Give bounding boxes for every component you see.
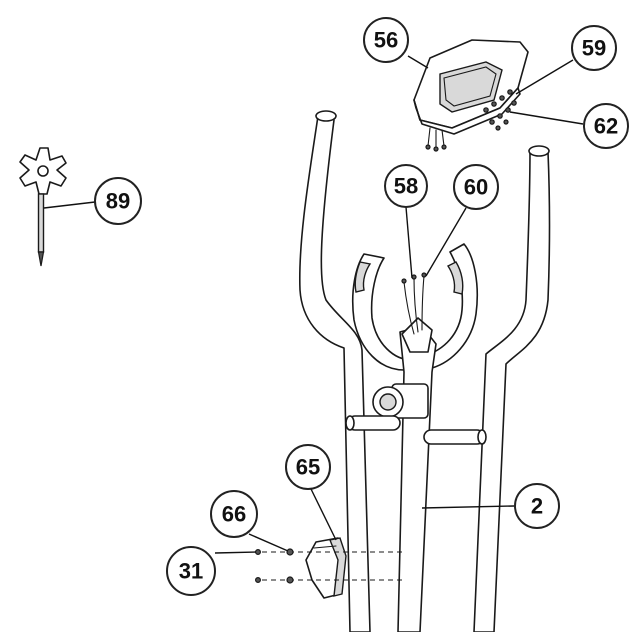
callout-66-label: 66 [222,502,246,527]
callout-56: 56 [363,17,409,63]
sensor-wires [401,272,427,335]
star-knob-tool [19,147,67,267]
callout-58-label: 58 [394,174,418,199]
callout-65-label: 65 [296,455,320,480]
stationary-handlebar [351,243,479,371]
callout-56-label: 56 [374,28,398,53]
bottle-holder [305,537,347,599]
callout-60: 60 [453,164,499,210]
callout-65: 65 [285,444,331,490]
callout-59-label: 59 [582,36,606,61]
callout-59: 59 [571,25,617,71]
callout-89-label: 89 [106,189,130,214]
right-handlebar [473,145,551,632]
console-unit [413,39,529,152]
callout-2: 2 [514,483,560,529]
callout-58: 58 [384,164,428,208]
callout-66: 66 [210,490,258,538]
callout-60-label: 60 [464,175,488,200]
leader-lines [43,55,584,554]
callout-31-label: 31 [179,559,203,584]
callout-62-label: 62 [594,114,618,139]
callout-31: 31 [166,546,216,596]
console-screws [483,89,517,131]
callout-62: 62 [583,103,629,149]
main-mast [372,317,437,632]
holder-fasteners [255,548,404,584]
pivot-crossbar [345,415,487,445]
callout-2-label: 2 [531,494,543,519]
callout-89: 89 [94,177,142,225]
left-handlebar [298,110,371,632]
